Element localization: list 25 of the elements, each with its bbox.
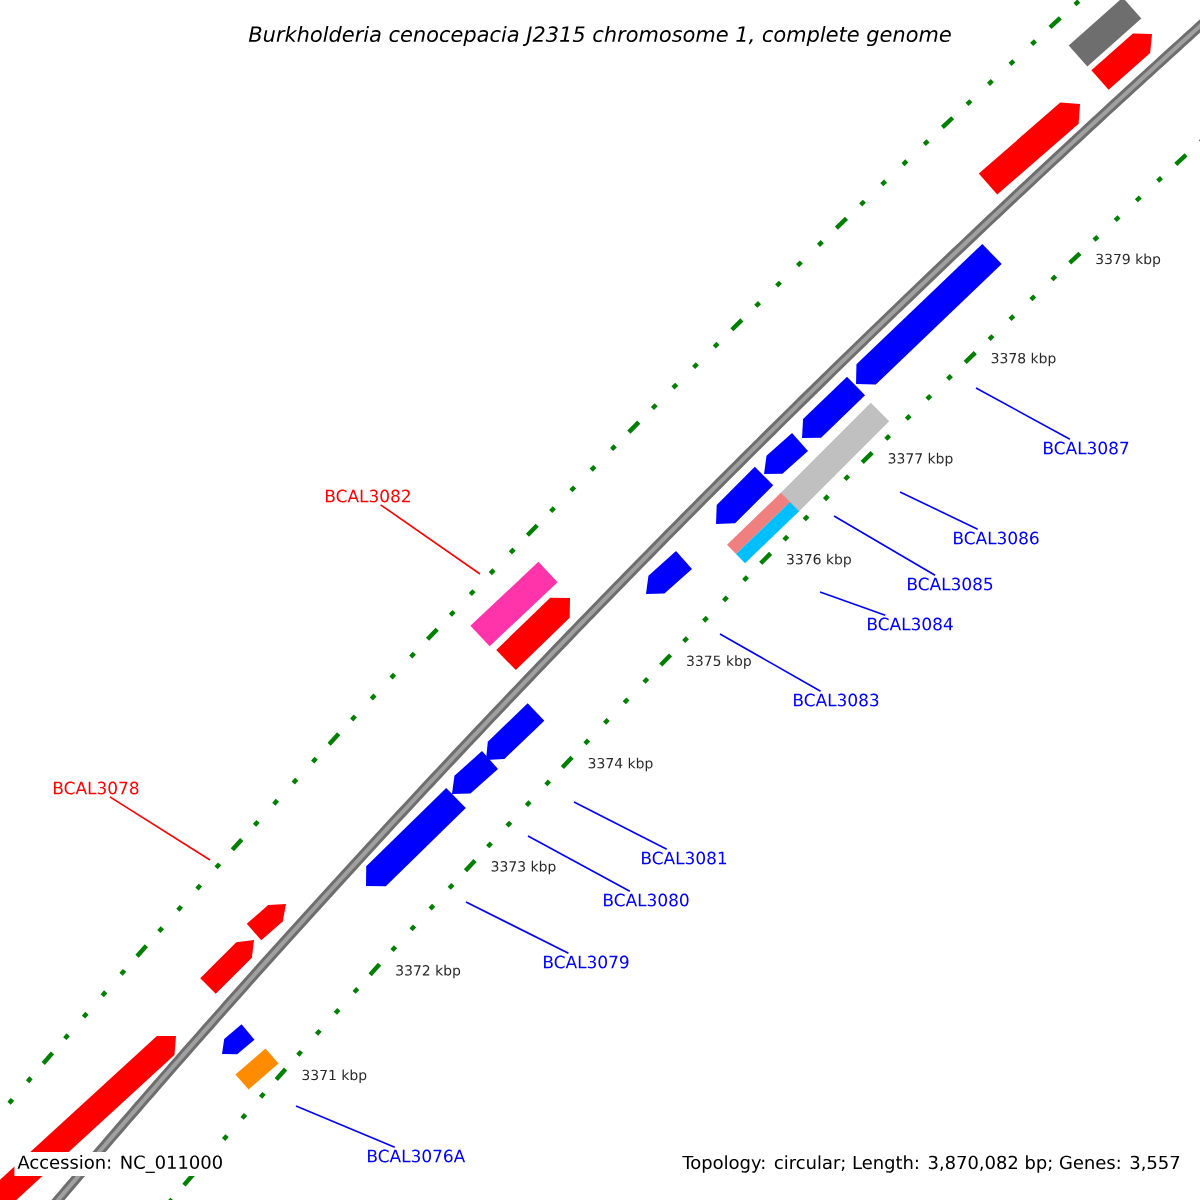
leader-line <box>899 491 979 530</box>
leader-line <box>109 796 211 861</box>
gene-label: BCAL3087 <box>1044 441 1129 455</box>
gene-label: BCAL3082 <box>326 489 410 503</box>
gene-label: BCAL3084 <box>868 617 953 631</box>
leader-line <box>465 901 570 954</box>
gene-label: BCAL3086 <box>954 531 1039 545</box>
leader-line <box>527 835 631 892</box>
leader-line <box>719 633 822 692</box>
gene-label: BCAL3080 <box>604 893 689 907</box>
gene-label: BCAL3081 <box>642 851 727 865</box>
leader-line <box>975 387 1071 440</box>
gene-label: BCAL3078 <box>54 781 139 795</box>
gene-label: BCAL3085 <box>908 577 993 591</box>
gene-label: BCAL3079 <box>544 955 629 969</box>
leader-line <box>833 515 936 576</box>
title: Burkholderia cenocepacia J2315 chromosome 1, complete genome <box>248 25 951 47</box>
leader-line <box>573 801 668 850</box>
gene-label: BCAL3083 <box>794 693 879 707</box>
accession-text: Accession: NC_011000 <box>14 1152 227 1176</box>
genome-info-text: Topology: circular; Length: 3,870,082 bp; Genes: 3,557 <box>679 1152 1184 1176</box>
leader-line <box>819 591 887 616</box>
leader-line <box>379 504 481 575</box>
leader-line <box>295 1105 396 1148</box>
gene-label: BCAL3076A <box>368 1149 466 1163</box>
